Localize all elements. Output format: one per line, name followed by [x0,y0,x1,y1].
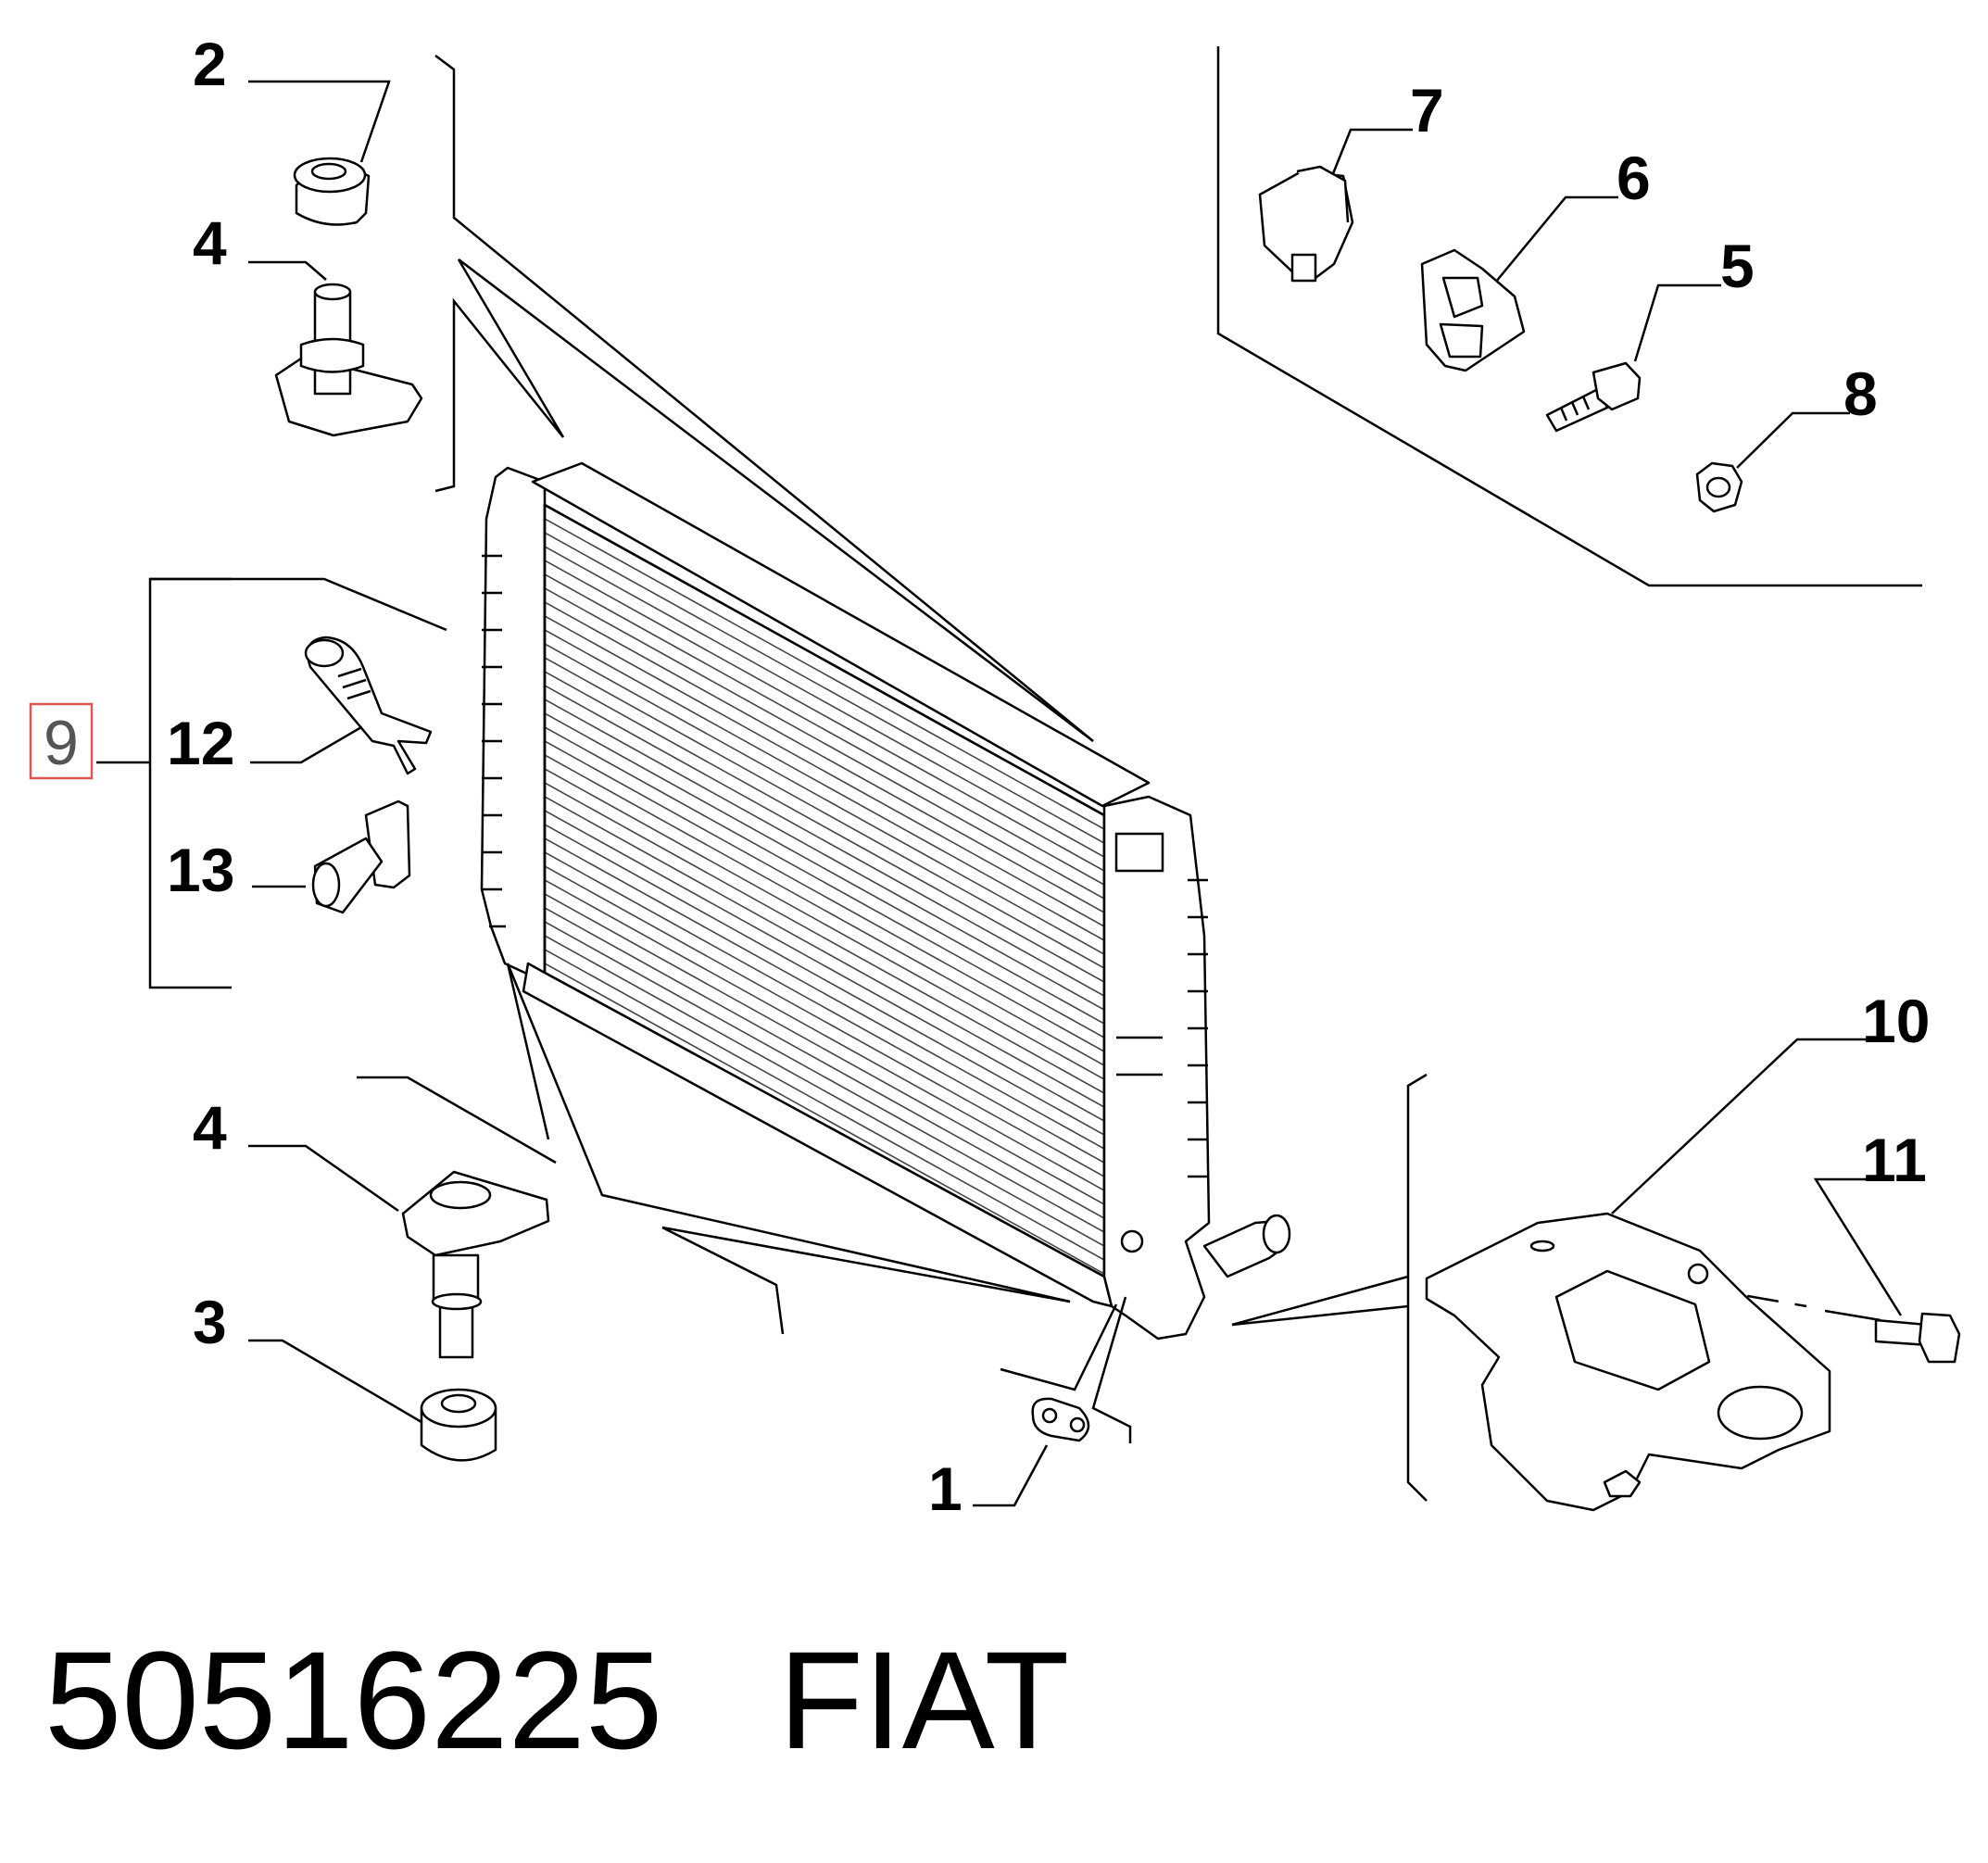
radiator [480,461,1291,1341]
callout-6: 6 [1617,144,1651,212]
footer-caption: 50516225 FIAT [44,1630,1069,1769]
part-8-nut [1695,461,1743,513]
callout-8: 8 [1843,359,1878,428]
brand-name: FIAT [778,1622,1070,1778]
part-4-lower-mount [401,1170,550,1359]
part-4-upper-mount [274,283,423,437]
part-1-plate [1031,1397,1090,1442]
callout-9: 9 [44,708,79,778]
callout-4-lower: 4 [193,1093,227,1162]
leader-lines [96,46,1922,1507]
callout-3: 3 [193,1288,227,1356]
part-7-clip [1258,165,1354,283]
callout-4-upper: 4 [193,208,227,277]
part-11-bolt [1874,1312,1961,1364]
callout-5: 5 [1720,232,1755,300]
part-number: 50516225 [44,1622,663,1778]
part-5-screw [1545,361,1642,433]
callout-labels: 2 4 9 12 13 4 3 1 10 11 7 6 5 8 [29,30,1930,1523]
callout-12: 12 [167,709,234,777]
part-6-clip [1420,248,1526,372]
part-13-plug [311,799,411,914]
callout-1: 1 [928,1454,963,1523]
callout-11: 11 [1862,1126,1927,1194]
callout-7: 7 [1410,76,1444,145]
part-10-bracket [1425,1212,1831,1512]
radiator-core-fins [545,518,1104,1277]
part-2-grommet [293,157,371,226]
right-tank-ribs [1114,832,1208,1178]
part-3-grommet [420,1388,497,1462]
part-12-clip [304,636,433,775]
left-tank-ribs [482,554,506,928]
caption-gap [662,1622,778,1778]
callout-10: 10 [1862,987,1930,1055]
callout-9-highlight [29,702,94,780]
callout-2: 2 [193,30,227,98]
callout-13: 13 [167,836,234,904]
